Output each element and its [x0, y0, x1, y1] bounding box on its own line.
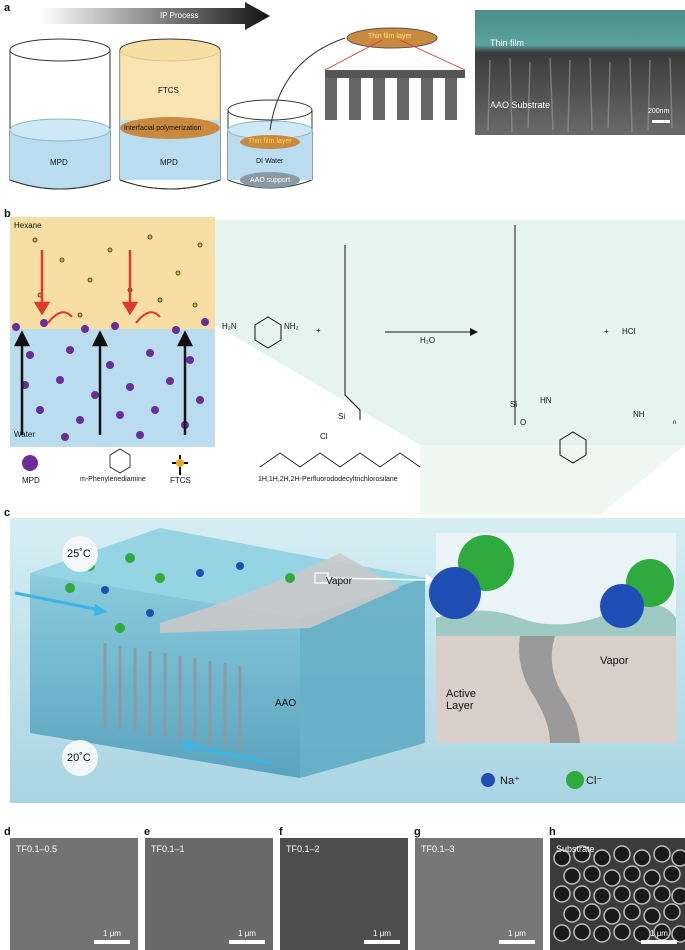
active-layer-label: Active Layer — [446, 688, 476, 713]
h2o-label: H₂O — [420, 336, 436, 345]
temp-bottom-badge — [62, 740, 98, 776]
disk-label: Thin film layer — [368, 33, 412, 40]
beaker3-film-label: Thin film layer — [248, 138, 292, 145]
sem-h-scale: 1 μm — [650, 929, 668, 938]
product-si: Si — [510, 400, 518, 409]
sem-h-label: Substrate — [556, 844, 595, 854]
hcl-label: HCl — [622, 327, 636, 336]
beaker1-label: MPD — [50, 158, 68, 167]
legend-na-label: Na⁺ — [500, 775, 520, 787]
sem-bottom-label: AAO Substrate — [490, 100, 551, 110]
legend-ftcs-name: 1H,1H,2H,2H-Perfluorododecyltrichlorosil… — [258, 476, 398, 483]
panel-b-figure — [10, 217, 685, 515]
temp-top-badge — [62, 536, 98, 572]
ip-process-arrow — [40, 2, 270, 30]
sem-d-label: TF0.1–0.5 — [16, 844, 58, 854]
sem-h-scalebar — [641, 940, 677, 944]
product-nh: NH — [633, 410, 645, 419]
ftcs-si: Si — [338, 412, 346, 421]
panel-letter-c: c — [4, 507, 11, 519]
aao-label: AAO — [275, 698, 297, 709]
legend-ftcs-icon — [172, 455, 188, 475]
sem-image-f: TF0.1–2 1 μm — [280, 838, 408, 950]
sem-f-scalebar — [364, 940, 400, 944]
reactant-nh2: NH₂ — [284, 322, 299, 331]
temp-top-label: 25˚C — [67, 548, 91, 560]
beaker-mpd — [9, 38, 111, 190]
legend-ftcs-label: FTCS — [170, 476, 191, 485]
panel-c-figure — [10, 518, 685, 803]
water-label: Water — [14, 430, 36, 439]
legend-mpd-name: m-Phenylenediamine — [80, 476, 146, 483]
legend-na-icon — [481, 773, 495, 787]
beaker2-label: MPD — [160, 158, 178, 167]
sem-image-h: Substrate 1 μm — [550, 838, 685, 950]
product-hn: HN — [540, 396, 552, 405]
panel-letter-d: d — [4, 826, 11, 838]
vapor-inset-label: Vapor — [600, 655, 629, 667]
beaker3-support-label: AAO support — [250, 177, 291, 184]
legend-cl-icon — [566, 771, 584, 789]
red-arrows — [33, 250, 139, 316]
sem-image-d: TF0.1–0.5 1 μm — [10, 838, 138, 950]
mpd-molecules — [12, 318, 209, 441]
beaker-ip — [119, 38, 221, 190]
sem-image-e: TF0.1–1 1 μm — [145, 838, 273, 950]
legend-mpd-label: MPD — [22, 476, 40, 485]
sem-image-g: TF0.1–3 1 μm — [415, 838, 543, 950]
sem-scale-label: 200nm — [648, 108, 670, 115]
product-n: n — [673, 420, 677, 426]
black-arrows — [13, 330, 194, 435]
panel-letter-h: h — [549, 826, 556, 838]
panel-letter-b: b — [4, 208, 11, 220]
sem-e-label: TF0.1–1 — [151, 844, 185, 854]
product-o: O — [520, 418, 527, 427]
sem-g-scalebar — [499, 940, 535, 944]
legend-mpd-dot — [22, 455, 38, 471]
vapor-label: Vapor — [326, 576, 352, 587]
beaker2-ftcs-label: FTCS — [158, 86, 179, 95]
aao-channels — [103, 643, 242, 750]
sem-cross-section — [475, 10, 685, 135]
sem-e-scalebar — [229, 940, 265, 944]
temp-bottom-label: 20˚C — [67, 752, 91, 764]
plus-sign: + — [316, 326, 321, 335]
beaker3-water-label: DI Water — [256, 158, 284, 165]
substrate-pores — [553, 845, 685, 943]
hexane-label: Hexane — [14, 221, 42, 230]
beaker2-interface-label: Interfacial polymerization — [124, 125, 202, 132]
ftcs-cl: Cl — [320, 432, 328, 441]
sem-f-scale: 1 μm — [373, 929, 391, 938]
panel-letter-g: g — [414, 826, 421, 838]
plus-hcl: + — [604, 327, 609, 336]
panel-letter-f: f — [279, 826, 283, 838]
sem-f-label: TF0.1–2 — [286, 844, 320, 854]
panel-a-figure — [9, 2, 685, 190]
sem-d-scale: 1 μm — [103, 929, 121, 938]
legend-cl-label: Cl⁻ — [586, 775, 603, 787]
sem-e-scale: 1 μm — [238, 929, 256, 938]
sem-d-scalebar — [94, 940, 130, 944]
sem-top-label: Thin film — [490, 38, 525, 48]
panel-letter-e: e — [144, 826, 151, 838]
zoom-na-ion — [429, 567, 481, 619]
aao-pillars — [325, 78, 457, 120]
ip-process-label: IP Process — [160, 11, 199, 20]
sem-g-scale: 1 μm — [508, 929, 526, 938]
sem-g-label: TF0.1–3 — [421, 844, 455, 854]
reactant-h2n: H₂N — [222, 322, 237, 331]
panel-letter-a: a — [4, 2, 11, 14]
